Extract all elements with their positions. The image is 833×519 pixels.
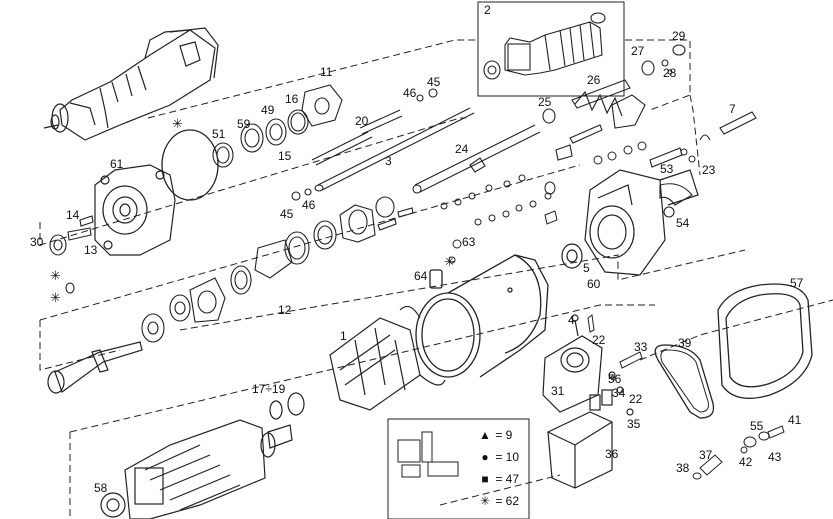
part-label-1: 1 [340, 329, 347, 343]
part-label-55: 55 [750, 419, 764, 433]
part-label-13: 13 [84, 243, 98, 257]
part-label-31: 31 [551, 384, 565, 398]
part-label-64: 64 [414, 269, 428, 283]
part-label-38: 38 [676, 461, 690, 475]
part-label-15: 15 [278, 149, 292, 163]
part-label-16: 16 [285, 92, 299, 106]
part-label-49: 49 [261, 103, 275, 117]
starter-motor-assembly [43, 27, 219, 141]
part-label-37: 37 [699, 448, 713, 462]
part-61-drawing [94, 164, 176, 256]
part-label-22-bottom: 22 [629, 392, 643, 406]
switch-drawing [547, 371, 634, 489]
part-label-20: 20 [355, 114, 369, 128]
part-label-3: 3 [385, 154, 392, 168]
part-label-30: 30 [30, 235, 44, 249]
part-label-17-19: 17÷19 [252, 382, 286, 396]
square-icon: ■ [481, 472, 489, 486]
legend-text: = 62 [495, 494, 520, 508]
part-label-25: 25 [538, 95, 552, 109]
gear-and-pins [49, 215, 94, 294]
part-label-51: 51 [212, 127, 226, 141]
part-label-4: 4 [568, 313, 575, 327]
washers-and-bushings [212, 84, 438, 201]
shaft-24-drawing [412, 124, 541, 194]
inset-box-part-2 [477, 1, 625, 97]
part-label-11: 11 [320, 65, 333, 79]
dot-icon: ● [481, 450, 489, 464]
assembly-guide-lines [39, 39, 833, 519]
triangle-icon: ▲ [479, 428, 491, 442]
part-label-26: 26 [587, 73, 601, 87]
terminal-hardware [692, 425, 785, 480]
part-label-54: 54 [676, 216, 690, 230]
part-label-46-mid: 46 [302, 198, 316, 212]
small-hardware [440, 141, 696, 264]
seal-ring-drawing [161, 129, 219, 201]
drive-parts [141, 196, 414, 343]
part-label-23: 23 [702, 163, 716, 177]
asterisk-markers: ✳ ✳ ✳ ✳ [50, 116, 455, 305]
part-label-12: 12 [278, 303, 292, 317]
svg-text:✳: ✳ [444, 254, 455, 269]
belt-39-drawing [654, 344, 715, 419]
field-coil-drawing [329, 305, 446, 411]
asterisk-icon: ✳ [479, 494, 491, 508]
part-label-41: 41 [788, 413, 802, 427]
part-label-22-top: 22 [592, 333, 606, 347]
part-label-33: 33 [634, 340, 648, 354]
part-label-63: 63 [462, 235, 476, 249]
legend-illustration [397, 431, 459, 478]
part-label-34: 34 [612, 386, 626, 400]
pinion-shaft-drawing [47, 341, 143, 394]
part-label-36: 36 [605, 447, 619, 461]
part-label-45-top: 45 [427, 75, 441, 89]
part-label-27: 27 [631, 44, 645, 58]
part-label-45-mid: 45 [280, 207, 294, 221]
part-label-42: 42 [739, 455, 753, 469]
yoke-housing-drawing [415, 254, 549, 378]
legend-box [387, 418, 530, 519]
part-label-28: 28 [663, 66, 677, 80]
part-label-14: 14 [66, 208, 80, 222]
part-label-61: 61 [110, 157, 124, 171]
svg-text:✳: ✳ [172, 116, 183, 131]
part-label-43: 43 [768, 450, 782, 464]
svg-text:✳: ✳ [50, 290, 61, 305]
tie-rods [311, 107, 475, 192]
part-label-58: 58 [94, 481, 108, 495]
part-label-46-top: 46 [403, 86, 417, 100]
legend-row-9: ▲ = 9 [478, 428, 512, 442]
legend-text: = 9 [495, 428, 513, 442]
brush-holder-parts [542, 44, 757, 218]
legend-row-47: ■ = 47 [478, 472, 519, 486]
svg-text:✳: ✳ [50, 268, 61, 283]
part-label-39: 39 [678, 336, 692, 350]
end-frame-drawing [561, 169, 699, 276]
part-label-29: 29 [672, 29, 686, 43]
part-label-24: 24 [455, 142, 469, 156]
legend-row-10: ● = 10 [478, 450, 519, 464]
part-label-35: 35 [627, 417, 641, 431]
armature-drawing [100, 392, 305, 519]
part-2-drawing [483, 12, 606, 80]
cover-57-drawing [717, 283, 813, 399]
part-label-5: 5 [583, 261, 590, 275]
bolts [587, 314, 643, 381]
part-label-53: 53 [660, 162, 674, 176]
part-label-60: 60 [587, 277, 601, 291]
part-label-59: 59 [237, 117, 251, 131]
part-label-2: 2 [484, 3, 491, 17]
legend-row-62: ✳ = 62 [478, 494, 519, 508]
legend-text: = 10 [495, 450, 520, 464]
part-label-7: 7 [729, 102, 736, 116]
part-label-57: 57 [790, 276, 804, 290]
part-label-56: 56 [608, 372, 622, 386]
legend-text: = 47 [495, 472, 520, 486]
